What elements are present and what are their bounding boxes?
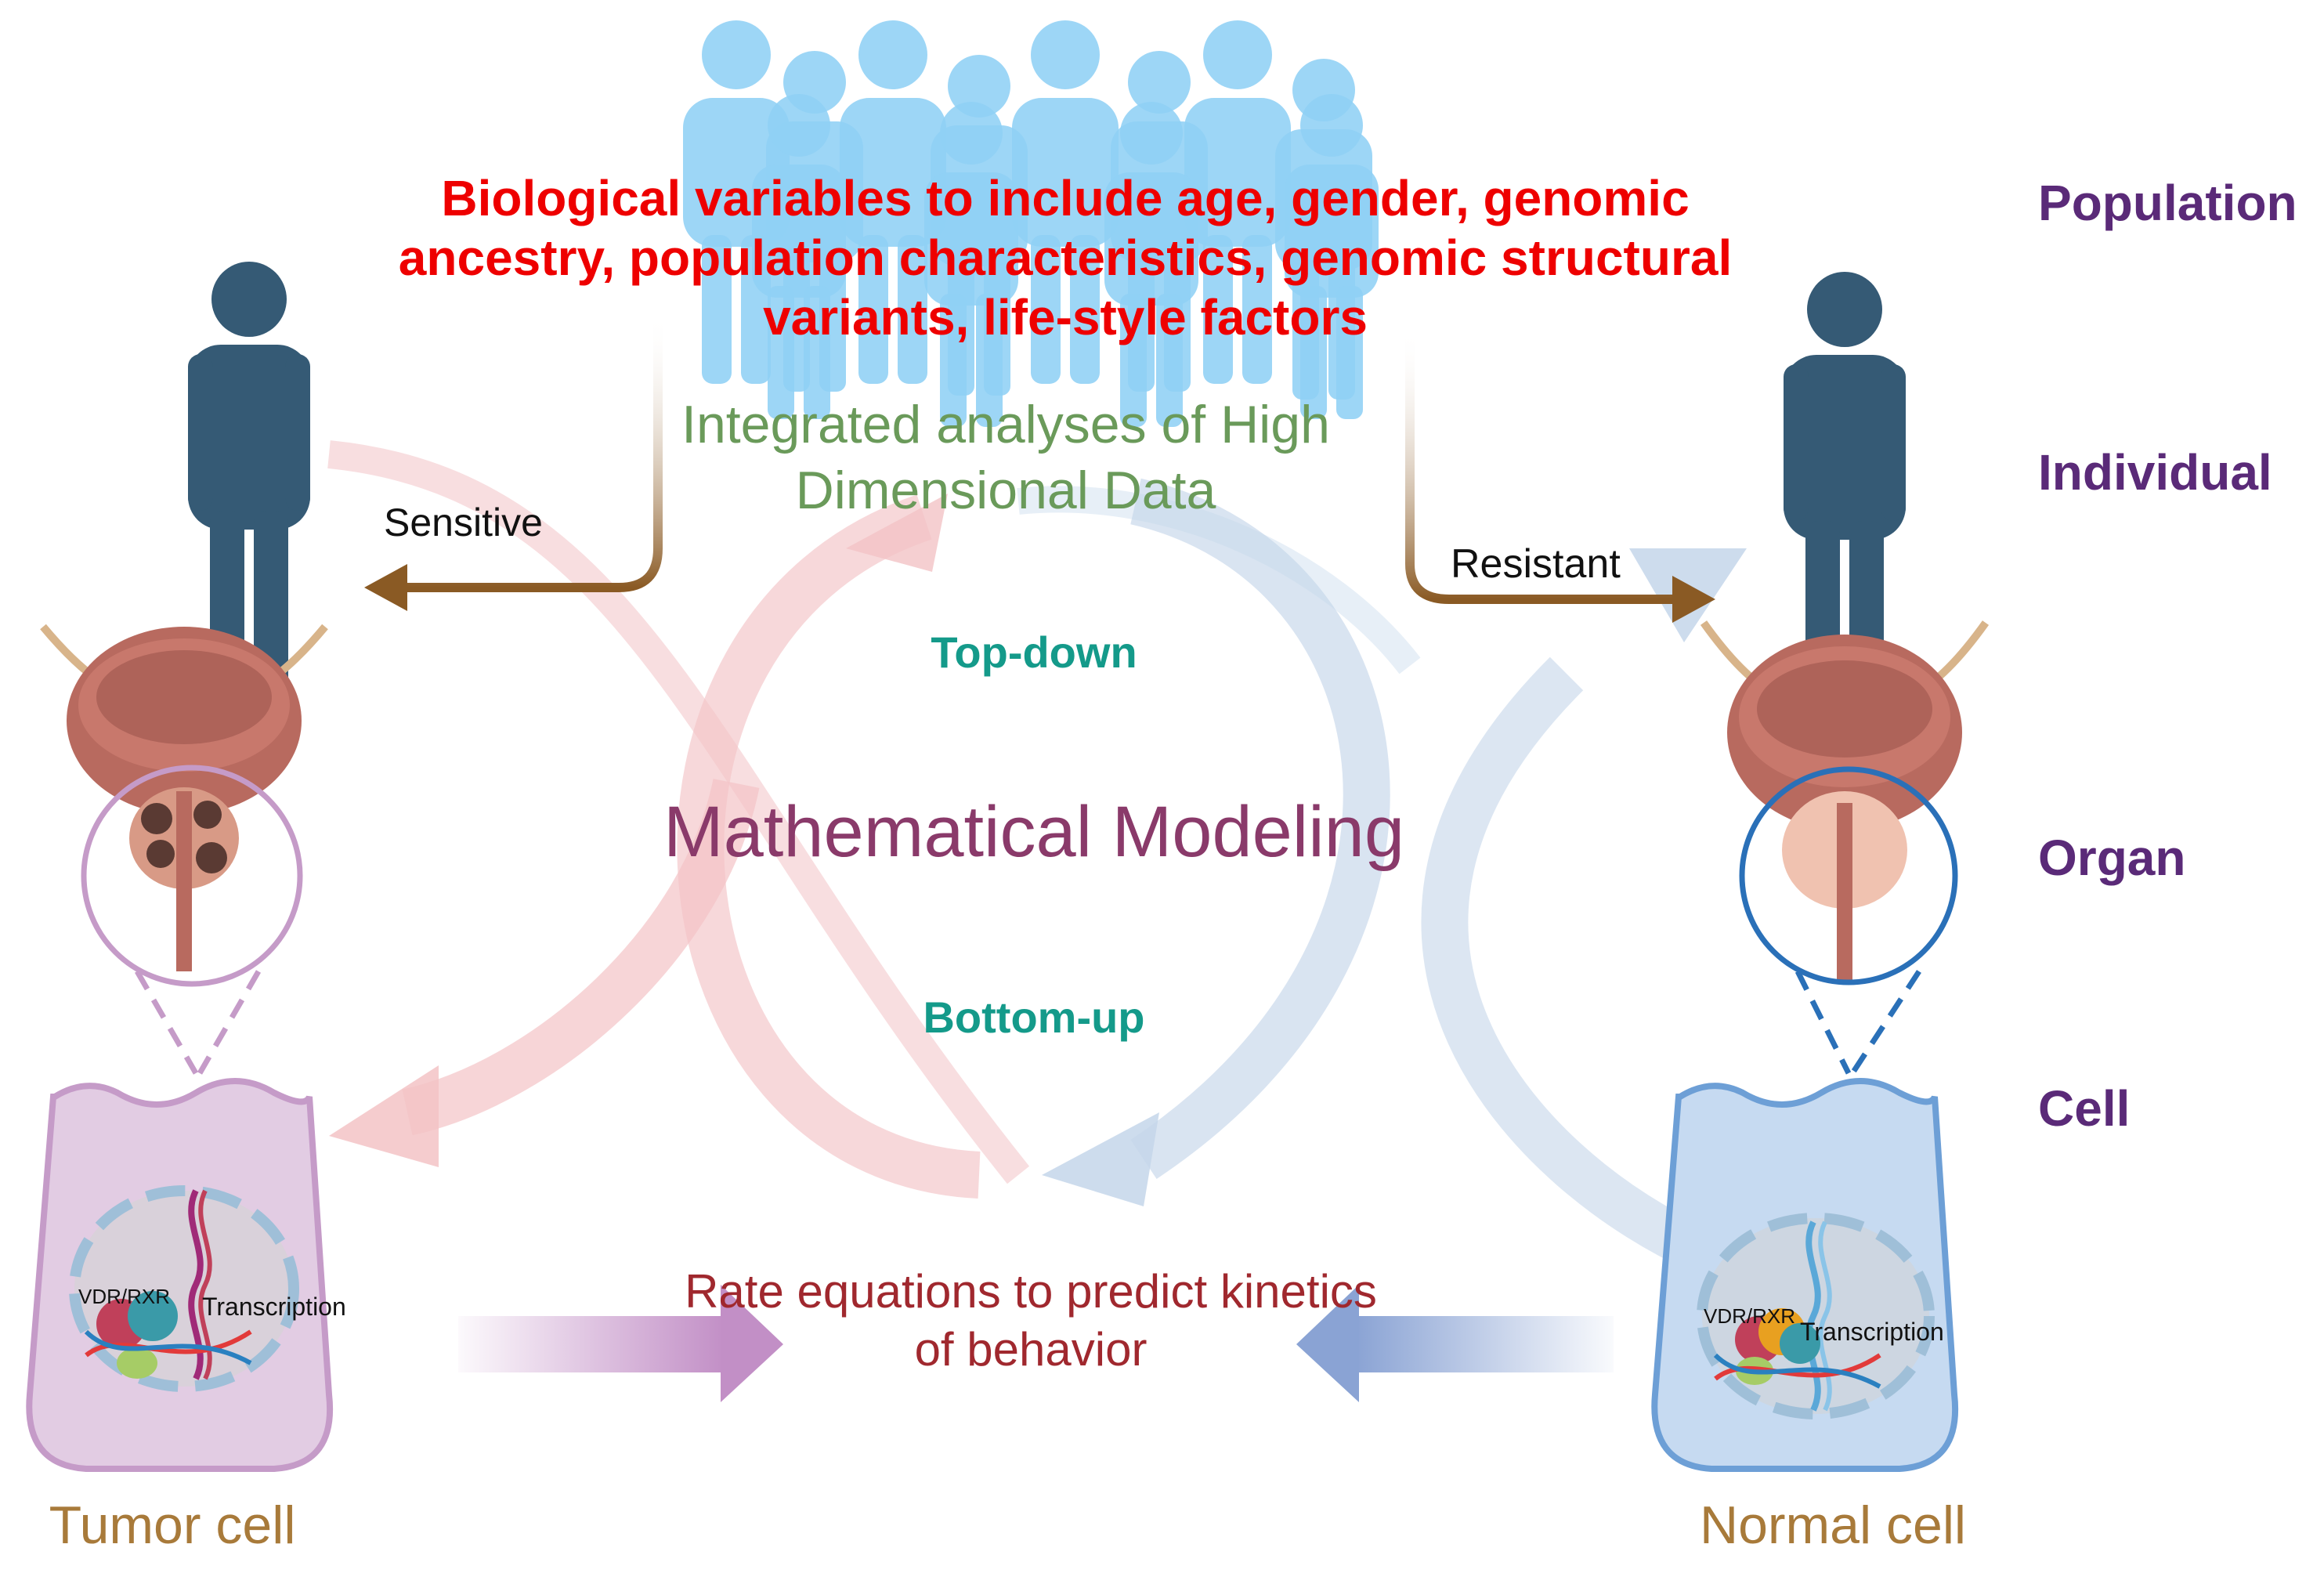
tumor-receptor-complex [84,1189,252,1380]
tumor-cell-label: Tumor cell [49,1495,296,1555]
mathematical-modeling-title: Mathematical Modeling [663,792,1405,872]
tumor-zoom-lines [134,970,262,1075]
bottom-up-arc [1017,478,1747,1275]
normal-zoom-lines [1795,970,1921,1075]
level-individual: Individual [2038,444,2272,501]
tumor-organ-zoom-circle [81,765,303,987]
sensitive-label: Sensitive [384,501,543,544]
level-organ: Organ [2038,830,2186,886]
tumor-organ-icon [40,624,328,971]
sensitive-individual-icon [188,262,310,691]
normal-cell-icon [1651,1078,1959,1472]
tumor-transcription-label: Transcription [202,1293,346,1321]
tumor-cell-icon [26,1078,334,1472]
integrated-analyses-label: Integrated analyses of High Dimensional … [681,395,1330,520]
normal-receptor-complex [1713,1220,1881,1412]
population-crowd-icon [683,20,1379,427]
normal-transcription-label: Transcription [1800,1318,1944,1346]
resistant-bracket-arrow [1405,329,1715,623]
tumor-to-rate-arrow [458,1285,783,1402]
rate-equations-label: Rate equations to predict kinetics of be… [685,1265,1377,1376]
normal-to-rate-arrow [1296,1285,1614,1402]
resistant-individual-icon [1784,272,1906,701]
bottom-up-label: Bottom-up [923,993,1145,1042]
top-down-arc [327,440,1030,1199]
level-cell: Cell [2038,1080,2131,1137]
sensitive-bracket-arrow [364,313,663,611]
resistant-label: Resistant [1451,541,1621,587]
normal-organ-zoom-circle [1739,766,1958,985]
biological-variables-headline: Biological variables to include age, gen… [398,170,1733,345]
level-population: Population [2038,175,2297,231]
normal-cell-label: Normal cell [1699,1495,1967,1555]
top-down-label: Top-down [931,627,1137,677]
tumor-receptor-label: VDR/RXR [78,1285,171,1308]
normal-receptor-label: VDR/RXR [1704,1304,1796,1328]
